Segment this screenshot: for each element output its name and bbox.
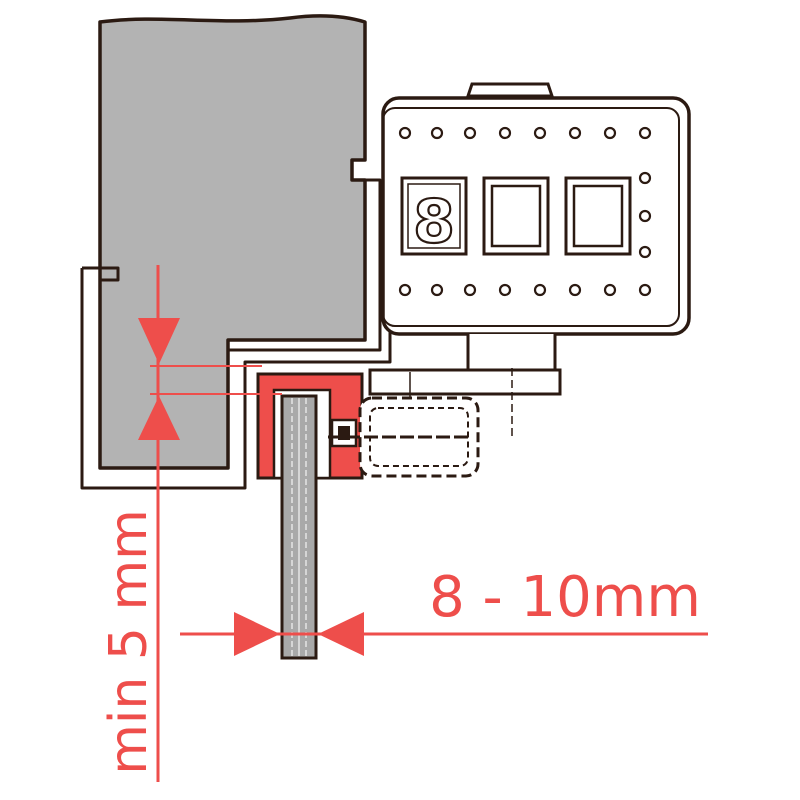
panel-frame bbox=[82, 178, 382, 470]
hinge-housing: 8 bbox=[368, 82, 691, 436]
hinge-top-tab bbox=[465, 82, 555, 98]
hinge-plate bbox=[368, 368, 562, 396]
gap-arrow-up bbox=[138, 396, 180, 440]
digit-box-2 bbox=[482, 176, 550, 256]
digit-1: 8 bbox=[413, 187, 455, 257]
width-dimension-label: 8 - 10mm bbox=[429, 565, 701, 630]
digit-box-3 bbox=[564, 176, 632, 256]
clamp-screw bbox=[330, 418, 358, 448]
digit-display: 8 bbox=[400, 176, 632, 258]
gap-arrow-down bbox=[138, 318, 180, 364]
hole-column-right bbox=[638, 171, 652, 259]
width-dimension: 8 - 10mm bbox=[180, 565, 708, 656]
width-arrow-left bbox=[318, 612, 364, 656]
adjustment-knob bbox=[328, 396, 480, 478]
gap-dimension: min 5 mm bbox=[99, 265, 282, 782]
gap-dimension-label: min 5 mm bbox=[99, 509, 159, 775]
width-arrow-right bbox=[234, 612, 280, 656]
glass-pane bbox=[280, 394, 318, 660]
hole-row-top bbox=[398, 126, 652, 140]
hinge-body-inner bbox=[382, 107, 680, 327]
hinge-stem bbox=[466, 334, 557, 372]
panel-body bbox=[98, 14, 367, 470]
digit-box-1 bbox=[400, 176, 468, 256]
hole-row-bottom bbox=[398, 283, 652, 297]
